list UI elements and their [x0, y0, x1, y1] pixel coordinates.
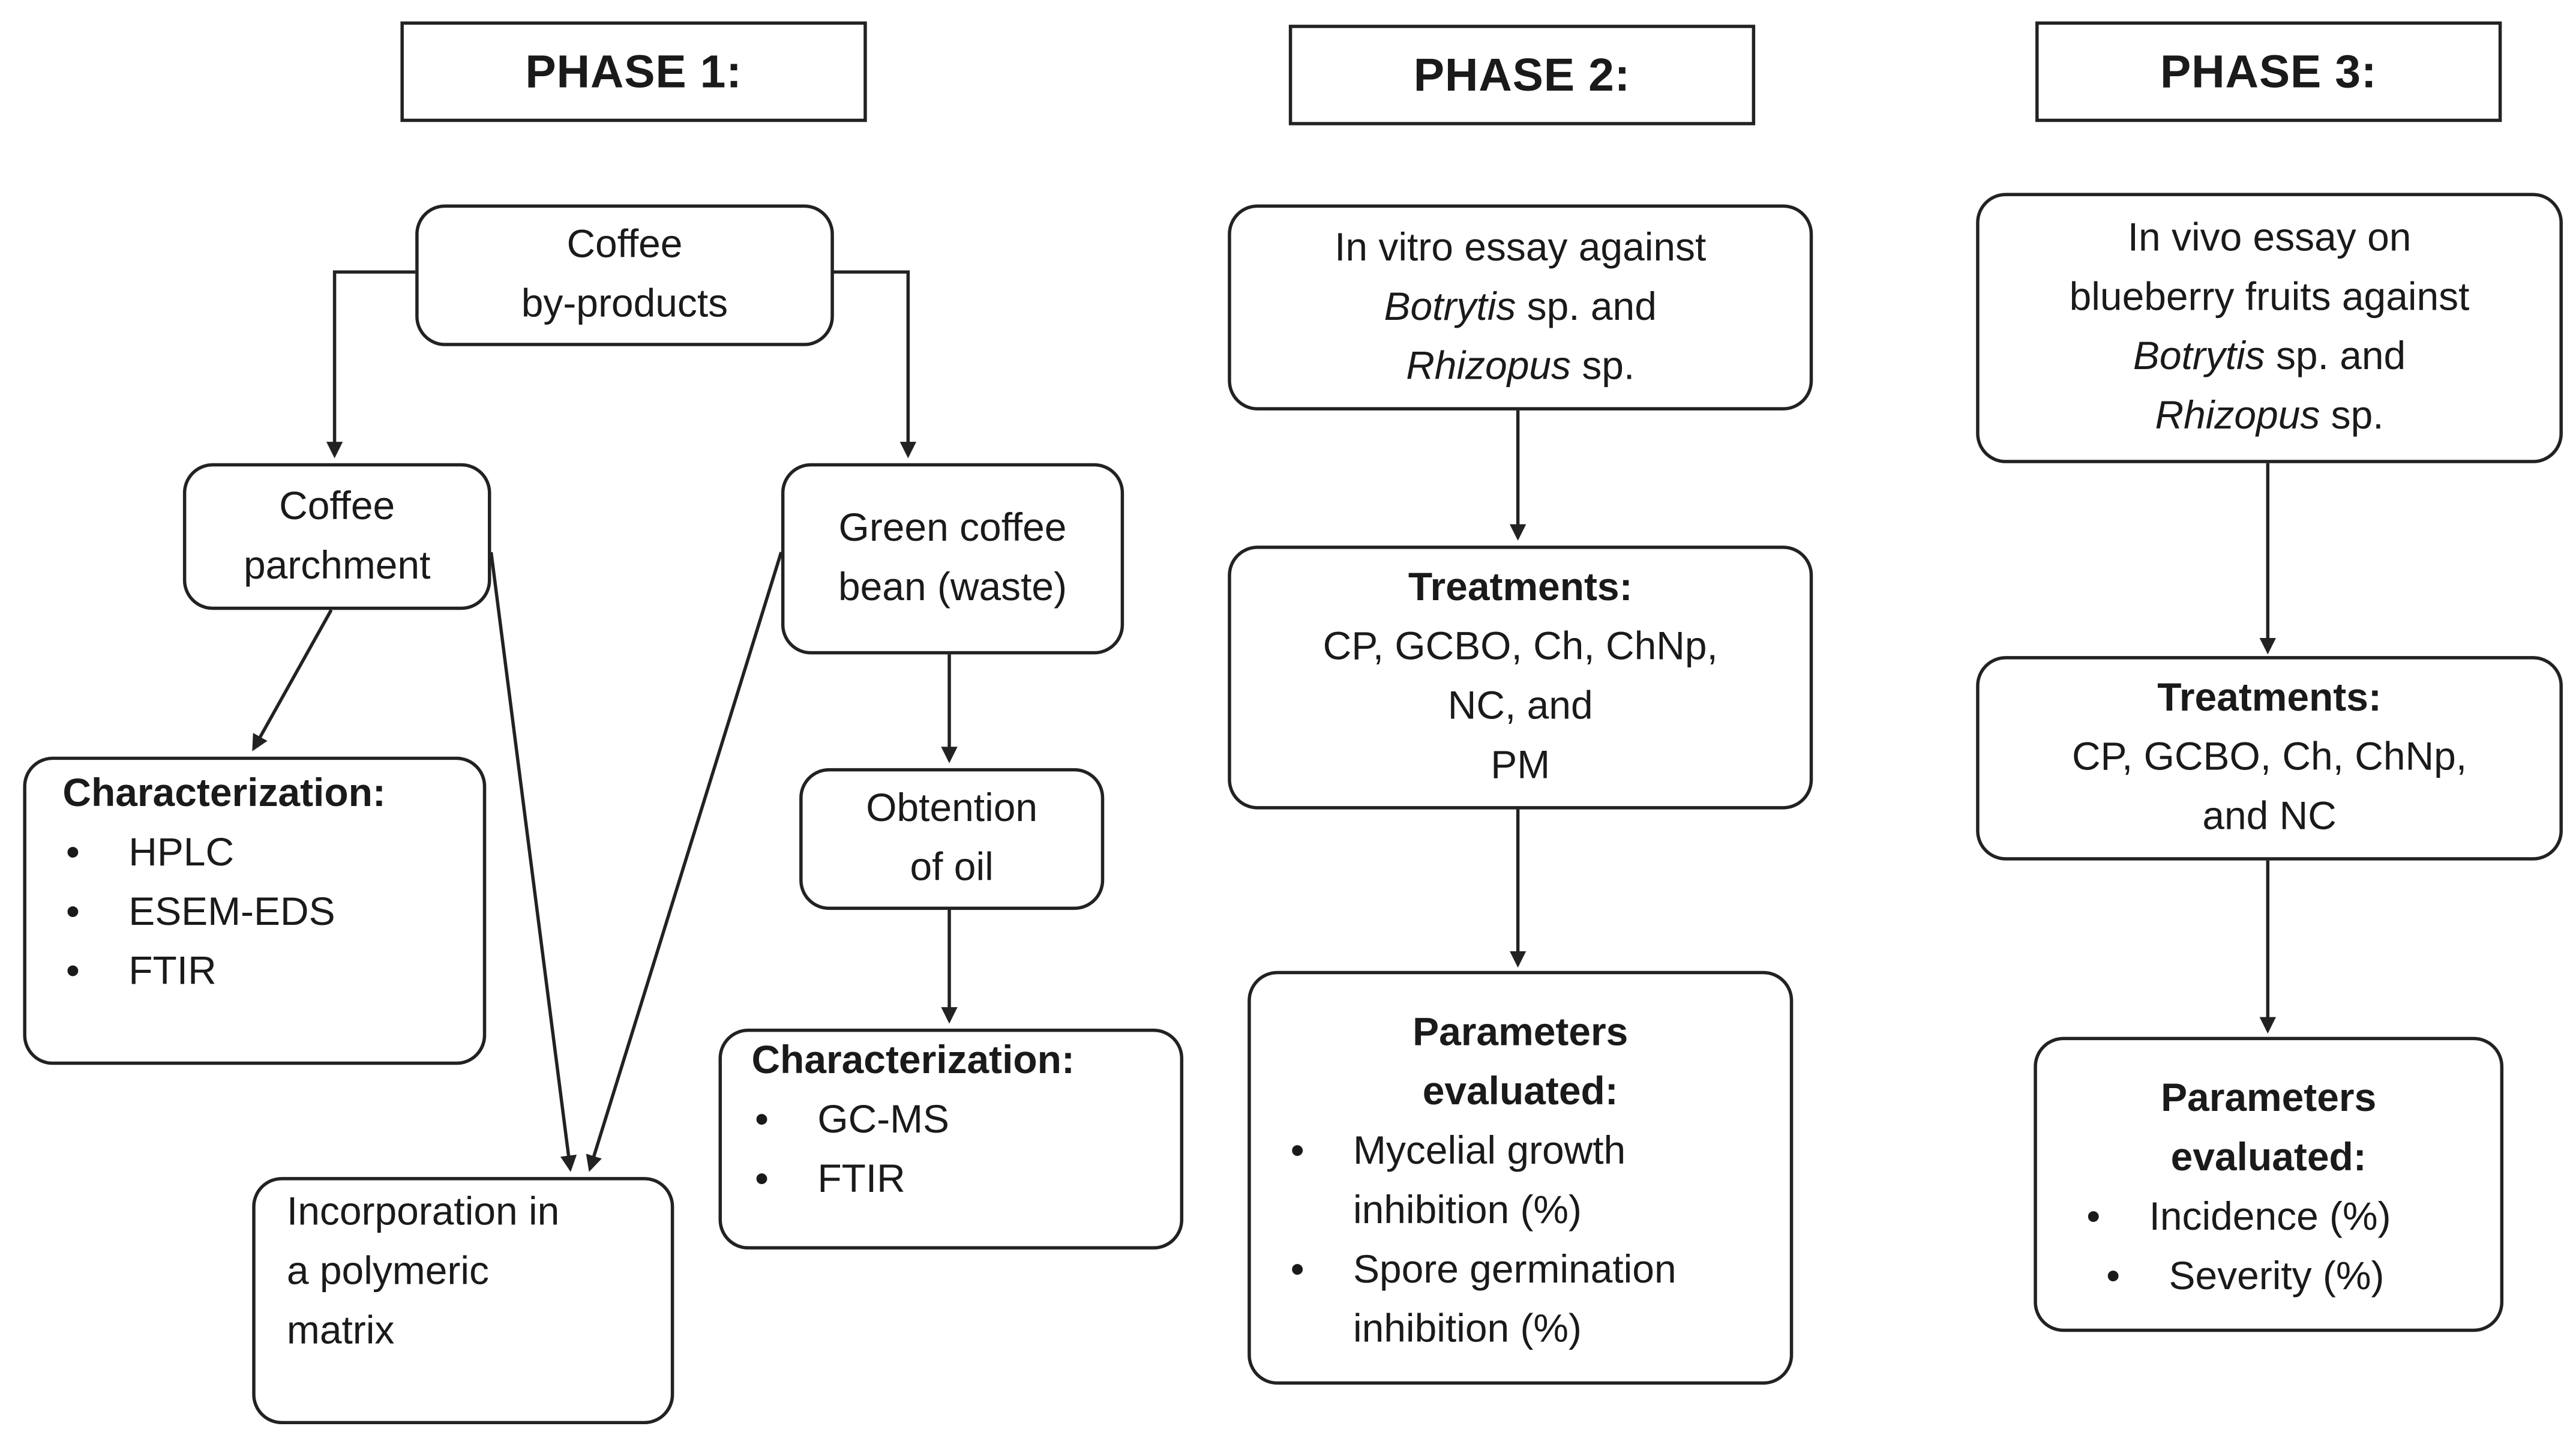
- treatments-phase2-title: Treatments:: [1408, 565, 1633, 610]
- green-coffee-box: Green coffee bean (waste): [781, 463, 1124, 655]
- characterization-left-item: FTIR: [62, 943, 482, 1002]
- arrow-parchment-to-characterization: [252, 609, 333, 751]
- coffee-byproducts-box: Coffee by-products: [415, 204, 834, 346]
- invivo-organism-1-suffix: sp. and: [2265, 334, 2406, 379]
- treatments-phase2-line-1: CP, GCBO, Ch, ChNp,: [1323, 624, 1718, 670]
- characterization-left-title: Characterization:: [62, 771, 386, 816]
- parameters-phase3-list: Incidence (%) Severity (%): [2083, 1188, 2500, 1307]
- coffee-parchment-line-2: parchment: [243, 543, 431, 588]
- parameters-phase2-item-mycelial: Mycelial growth inhibition (%): [1287, 1122, 1790, 1241]
- treatments-phase3-box: Treatments: CP, GCBO, Ch, ChNp, and NC: [1976, 656, 2563, 861]
- invivo-line-3: Botrytis sp. and: [2133, 328, 2406, 388]
- characterization-left-list: HPLC ESEM-EDS FTIR: [62, 824, 482, 1002]
- invivo-essay-box: In vivo essay on blueberry fruits agains…: [1976, 193, 2563, 463]
- coffee-byproducts-line-1: Coffee: [566, 222, 683, 267]
- incorporation-box: Incorporation in a polymeric matrix: [252, 1177, 674, 1425]
- parameters-phase2-item-1-line-2: inhibition (%): [1353, 1188, 1582, 1233]
- characterization-left-item: ESEM-EDS: [62, 883, 482, 943]
- invivo-line-1: In vivo essay on: [2127, 215, 2412, 260]
- invivo-organism-2: Rhizopus: [2155, 394, 2320, 439]
- characterization-right-item: FTIR: [751, 1151, 1180, 1210]
- parameters-phase2-title-line-1: Parameters: [1413, 1010, 1629, 1055]
- invitro-organism-2: Rhizopus: [1406, 343, 1572, 388]
- treatments-phase3-title: Treatments:: [2157, 676, 2382, 721]
- invivo-organism-1: Botrytis: [2133, 334, 2265, 379]
- phase-1-label: PHASE 1:: [525, 45, 742, 97]
- obtention-line-1: Obtention: [866, 786, 1038, 831]
- parameters-phase3-title: Parameters evaluated:: [2083, 1070, 2500, 1189]
- parameters-phase3-title-line-1: Parameters: [2161, 1076, 2377, 1121]
- green-coffee-line-2: bean (waste): [838, 565, 1067, 610]
- arrow-byproducts-to-green-coffee: [832, 270, 917, 459]
- parameters-phase3-title-line-2: evaluated:: [2170, 1136, 2367, 1181]
- parameters-phase2-title-line-2: evaluated:: [1422, 1069, 1618, 1115]
- incorporation-line-2: a polymeric: [286, 1249, 489, 1295]
- phase-1-header: PHASE 1:: [400, 21, 867, 122]
- parameters-phase2-item-1-line-1: Mycelial growth: [1353, 1129, 1626, 1174]
- characterization-right-list: GC-MS FTIR: [751, 1091, 1180, 1210]
- invitro-organism-1: Botrytis: [1384, 284, 1516, 329]
- phase-2-header: PHASE 2:: [1288, 25, 1756, 125]
- treatments-phase3-line-2: and NC: [2202, 794, 2337, 840]
- coffee-byproducts-line-2: by-products: [521, 281, 728, 326]
- treatments-phase2-box: Treatments: CP, GCBO, Ch, ChNp, NC, and …: [1228, 546, 1813, 810]
- invivo-organism-2-suffix: sp.: [2320, 394, 2384, 439]
- characterization-left-item: HPLC: [62, 824, 482, 883]
- parameters-phase2-item-2-line-2: inhibition (%): [1353, 1307, 1582, 1352]
- characterization-right-box: Characterization: GC-MS FTIR: [718, 1028, 1184, 1250]
- invitro-organism-1-suffix: sp. and: [1516, 284, 1657, 329]
- parameters-phase2-item-spore: Spore germination inhibition (%): [1287, 1241, 1790, 1360]
- phase-2-label: PHASE 2:: [1413, 49, 1631, 100]
- parameters-phase2-title: Parameters evaluated:: [1287, 1004, 1790, 1123]
- phase-3-label: PHASE 3:: [2160, 45, 2377, 97]
- phase-3-header: PHASE 3:: [2035, 21, 2502, 122]
- treatments-phase2-line-3: PM: [1491, 743, 1551, 788]
- incorporation-line-1: Incorporation in: [286, 1190, 560, 1235]
- coffee-parchment-line-1: Coffee: [279, 484, 395, 529]
- invitro-line-2: Botrytis sp. and: [1384, 278, 1657, 337]
- invitro-line-3: Rhizopus sp.: [1406, 337, 1635, 397]
- parameters-phase2-box: Parameters evaluated: Mycelial growth in…: [1247, 970, 1794, 1385]
- obtention-of-oil-box: Obtention of oil: [799, 768, 1105, 910]
- characterization-right-item: GC-MS: [751, 1091, 1180, 1151]
- characterization-left-box: Characterization: HPLC ESEM-EDS FTIR: [23, 756, 487, 1065]
- parameters-phase3-box: Parameters evaluated: Incidence (%) Seve…: [2034, 1036, 2504, 1332]
- invivo-line-2: blueberry fruits against: [2069, 275, 2470, 320]
- invivo-line-4: Rhizopus sp.: [2155, 387, 2384, 447]
- incorporation-line-3: matrix: [286, 1308, 395, 1353]
- arrow-parchment-to-incorporation: [489, 552, 577, 1172]
- invitro-essay-box: In vitro essay against Botrytis sp. and …: [1228, 204, 1813, 411]
- parameters-phase3-item-severity: Severity (%): [2103, 1248, 2500, 1307]
- parameters-phase2-list: Mycelial growth inhibition (%) Spore ger…: [1287, 1122, 1790, 1360]
- treatments-phase2-line-2: NC, and: [1447, 684, 1593, 729]
- parameters-phase2-item-2-line-1: Spore germination: [1353, 1248, 1677, 1293]
- parameters-phase3-item-incidence: Incidence (%): [2083, 1188, 2500, 1248]
- characterization-right-title: Characterization:: [751, 1038, 1075, 1083]
- invitro-organism-2-suffix: sp.: [1571, 343, 1635, 388]
- arrow-byproducts-to-parchment: [326, 270, 416, 459]
- green-coffee-line-1: Green coffee: [838, 506, 1067, 551]
- obtention-line-2: of oil: [910, 846, 994, 891]
- invitro-line-1: In vitro essay against: [1335, 224, 1707, 270]
- treatments-phase3-line-1: CP, GCBO, Ch, ChNp,: [2071, 735, 2467, 780]
- coffee-parchment-box: Coffee parchment: [182, 463, 491, 610]
